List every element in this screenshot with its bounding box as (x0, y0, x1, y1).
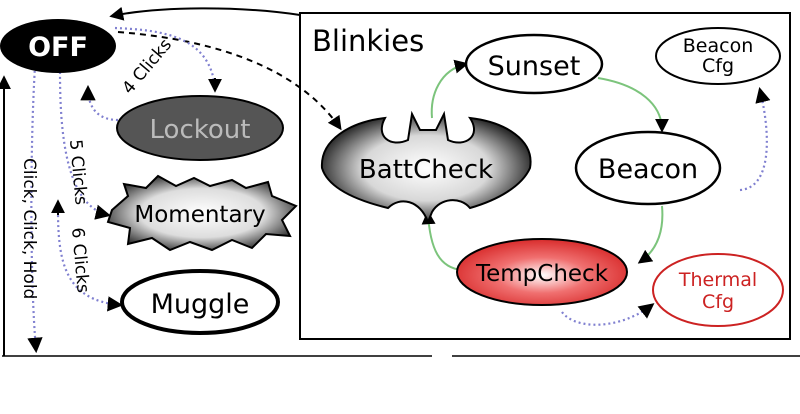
edge-battcheck-to-sunset (430, 59, 469, 119)
edge-five-clicks (58, 71, 111, 220)
beacon-node (574, 130, 722, 206)
label-six-clicks: 6 Clicks (67, 227, 93, 294)
beacon-cfg-node (655, 27, 781, 85)
momentary-node (106, 174, 298, 252)
edge-tempcheck-to-thermal-cfg (561, 303, 655, 326)
muggle-node (120, 269, 280, 335)
tempcheck-node (456, 238, 628, 306)
off-label: OFF (28, 32, 88, 63)
momentary-label: Momentary (134, 202, 265, 228)
sunset-label: Sunset (488, 51, 581, 82)
label-four-clicks: 4 Clicks (119, 35, 177, 98)
beacon-label: Beacon (598, 154, 698, 185)
label-five-clicks: 5 Clicks (65, 139, 91, 206)
thermal-cfg-node (652, 253, 784, 327)
battcheck-node (320, 110, 532, 225)
blinkies-group-box (299, 12, 791, 340)
return-edge-top (109, 6, 301, 21)
edge-beacon-to-tempcheck (637, 205, 664, 264)
thermal-cfg-label-line2: Cfg (702, 291, 734, 313)
blinkies-group-label: Blinkies (312, 24, 424, 58)
label-click-click-hold: Click, Click, Hold (19, 158, 39, 299)
edge-off-to-battcheck (117, 31, 342, 131)
beacon-cfg-label-line2: Cfg (702, 55, 734, 77)
edge-four-clicks-return (80, 84, 119, 122)
tempcheck-label: TempCheck (475, 261, 609, 287)
muggle-label: Muggle (151, 289, 250, 320)
edge-six-clicks (56, 209, 124, 312)
lockout-node (116, 95, 284, 161)
edge-tempcheck-to-battcheck (421, 210, 463, 271)
thermal-cfg-label-line1: Thermal (678, 269, 757, 291)
off-node (0, 19, 116, 73)
sunset-node (464, 33, 604, 95)
beacon-cfg-label-line1: Beacon (683, 35, 753, 57)
edge-four-clicks (114, 26, 217, 89)
edge-beacon-to-beacon-cfg (739, 87, 771, 192)
edge-sunset-to-beacon (597, 77, 669, 133)
lockout-label: Lockout (150, 115, 251, 145)
battcheck-label: BattCheck (359, 155, 493, 185)
